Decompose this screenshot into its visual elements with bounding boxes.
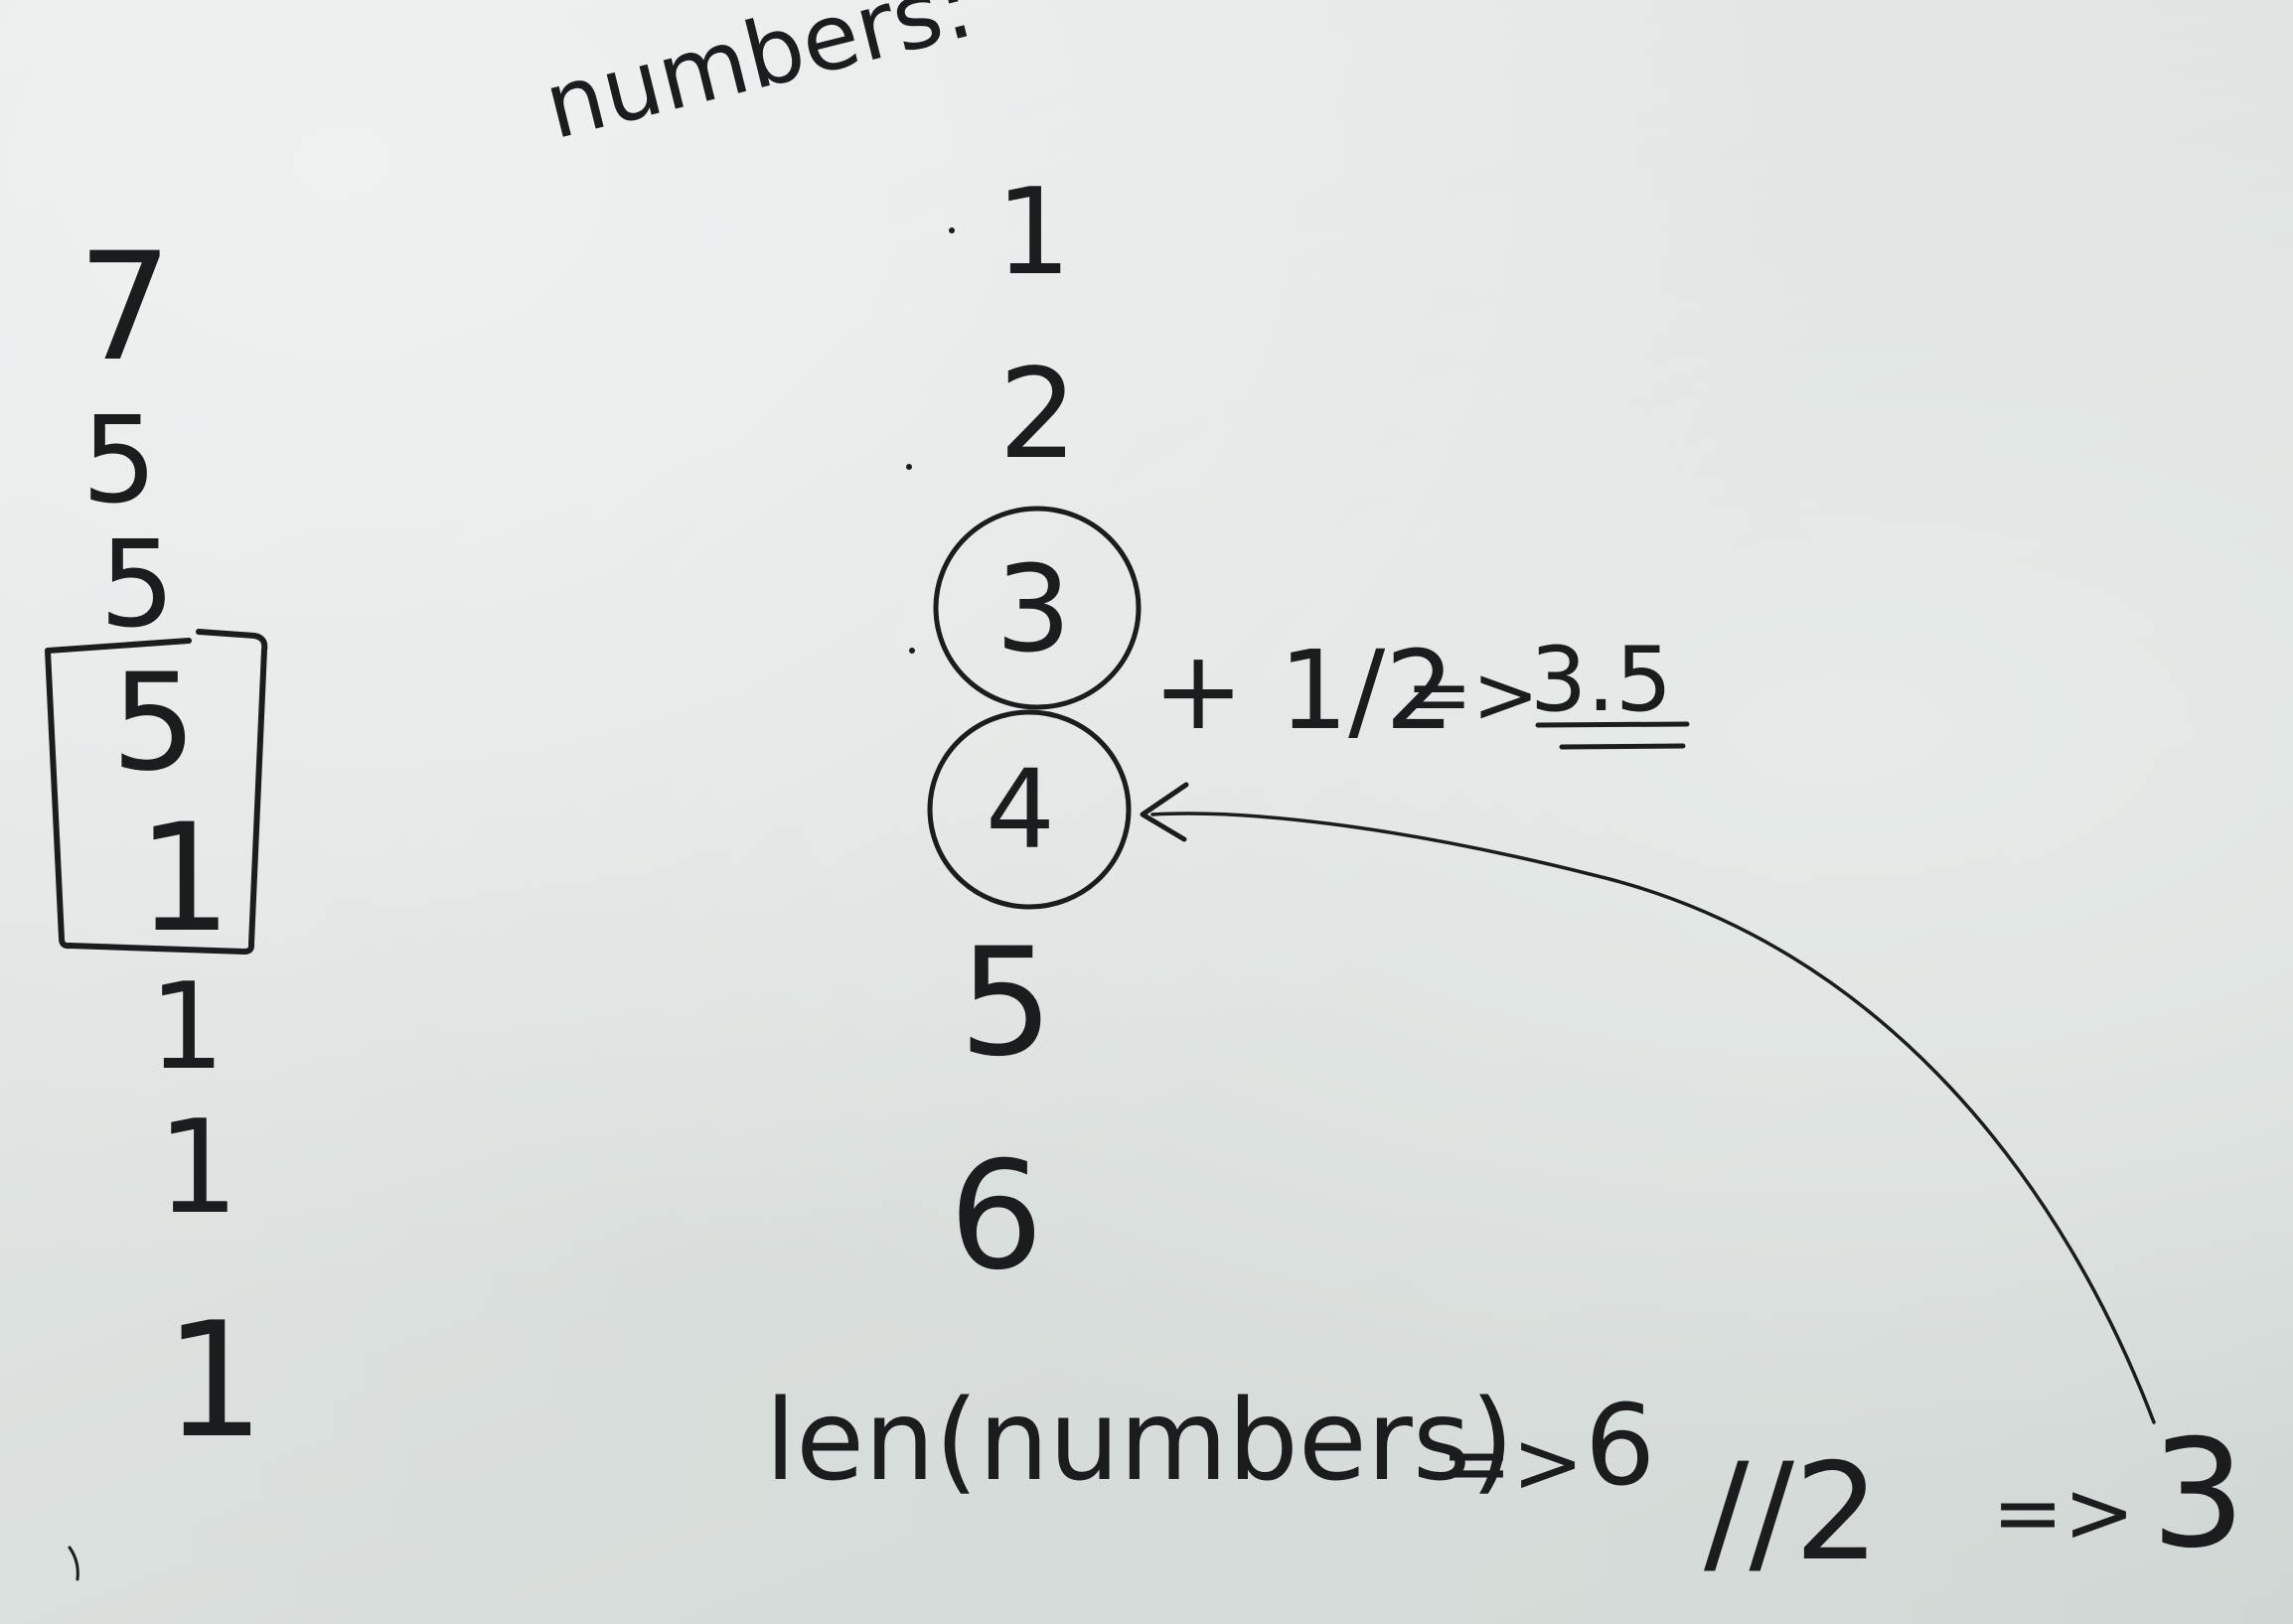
floor-div-2: //2	[1704, 1434, 1880, 1590]
main-number-3: 3	[995, 541, 1072, 679]
arrowhead-icon	[1140, 782, 1189, 842]
length-value-6: 6	[1585, 1382, 1656, 1511]
left-number-5a: 5	[81, 392, 158, 530]
left-number-1d: 1	[164, 1287, 265, 1473]
circle-around-3	[933, 506, 1142, 710]
arrow-to-result: =>	[1406, 649, 1540, 741]
median-box	[45, 629, 268, 955]
left-number-5c: 5	[111, 645, 197, 801]
main-number-1: 1	[995, 164, 1072, 302]
stray-mark	[68, 1546, 79, 1581]
index-value-3: 3	[2151, 1408, 2246, 1581]
curved-arrow	[1150, 812, 2156, 1424]
plus-half: + 1/2	[1152, 627, 1455, 754]
circle-around-4	[927, 709, 1132, 910]
main-number-6: 6	[949, 1130, 1044, 1303]
result-3-5: 3.5	[1530, 628, 1673, 732]
left-number-1a: 1	[137, 793, 232, 965]
left-number-1b: 1	[149, 959, 226, 1097]
arrow-to-length: =>	[1441, 1413, 1585, 1513]
result-underline	[1535, 721, 1690, 750]
left-number-7: 7	[77, 221, 173, 394]
left-number-1c: 1	[157, 1092, 239, 1243]
stray-dot	[909, 648, 915, 654]
arrow-to-index: =>	[1992, 1463, 2136, 1562]
stray-dot	[906, 464, 912, 470]
main-number-4: 4	[986, 746, 1055, 873]
stray-dot	[949, 227, 955, 233]
left-number-5b: 5	[99, 517, 176, 655]
len-expression: len(numbers)	[765, 1377, 1514, 1506]
main-number-2: 2	[998, 343, 1078, 487]
main-number-5: 5	[959, 917, 1054, 1090]
